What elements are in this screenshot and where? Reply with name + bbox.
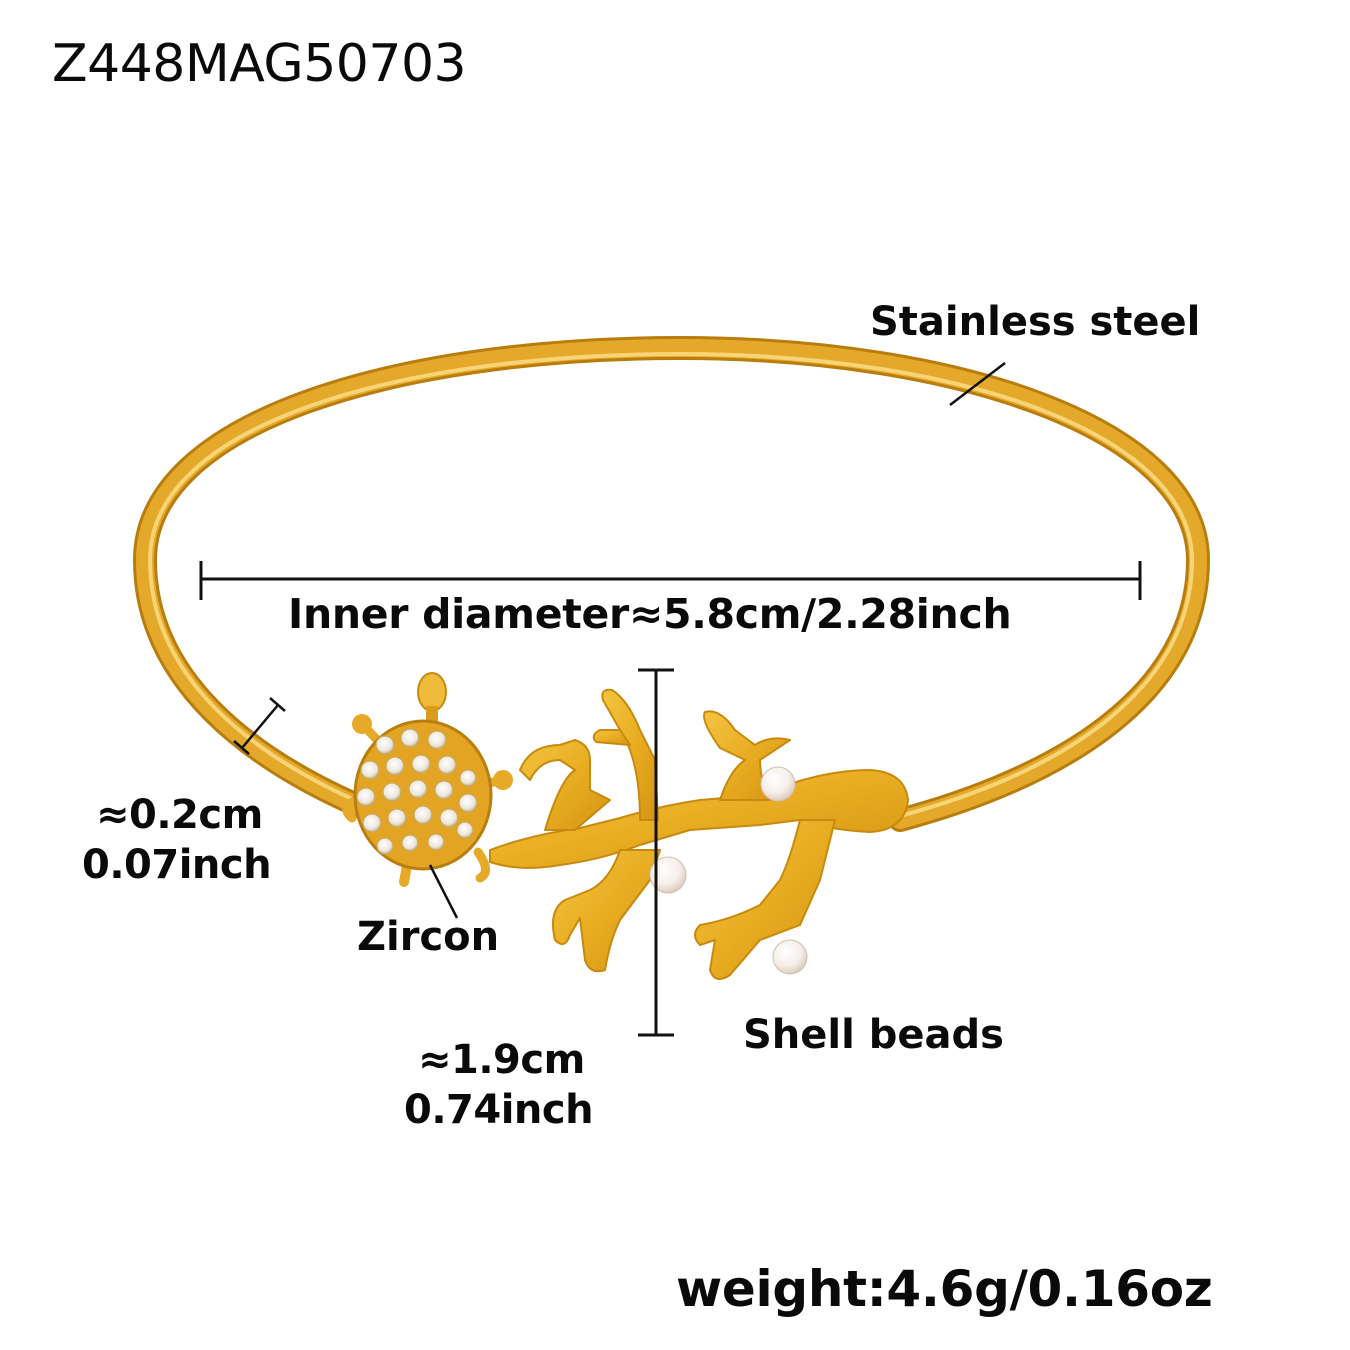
shell-bead (649, 856, 687, 894)
weight-label: weight:4.6g/0.16oz (676, 1260, 1213, 1318)
shell-bead (760, 766, 796, 802)
material-label: Stainless steel (870, 299, 1201, 345)
bangle-wire (132, 335, 1211, 832)
product-sku: Z448MAG50703 (52, 34, 467, 94)
dimension-lines (199, 362, 1142, 1037)
thickness-inch-label: 0.07inch (82, 842, 272, 888)
coral-branch (489, 688, 909, 980)
stone-label: Zircon (357, 914, 500, 960)
pendant-height-inch-label: 0.74inch (404, 1087, 594, 1133)
inner-diameter-label: Inner diameter≈5.8cm/2.28inch (288, 590, 1012, 638)
thickness-cm-label: ≈0.2cm (96, 792, 263, 838)
beads-label: Shell beads (743, 1012, 1004, 1058)
shell-bead (772, 939, 808, 975)
pendant-height-cm-label: ≈1.9cm (418, 1037, 585, 1083)
zircon-stones (356, 728, 478, 855)
turtle-charm (342, 672, 513, 887)
